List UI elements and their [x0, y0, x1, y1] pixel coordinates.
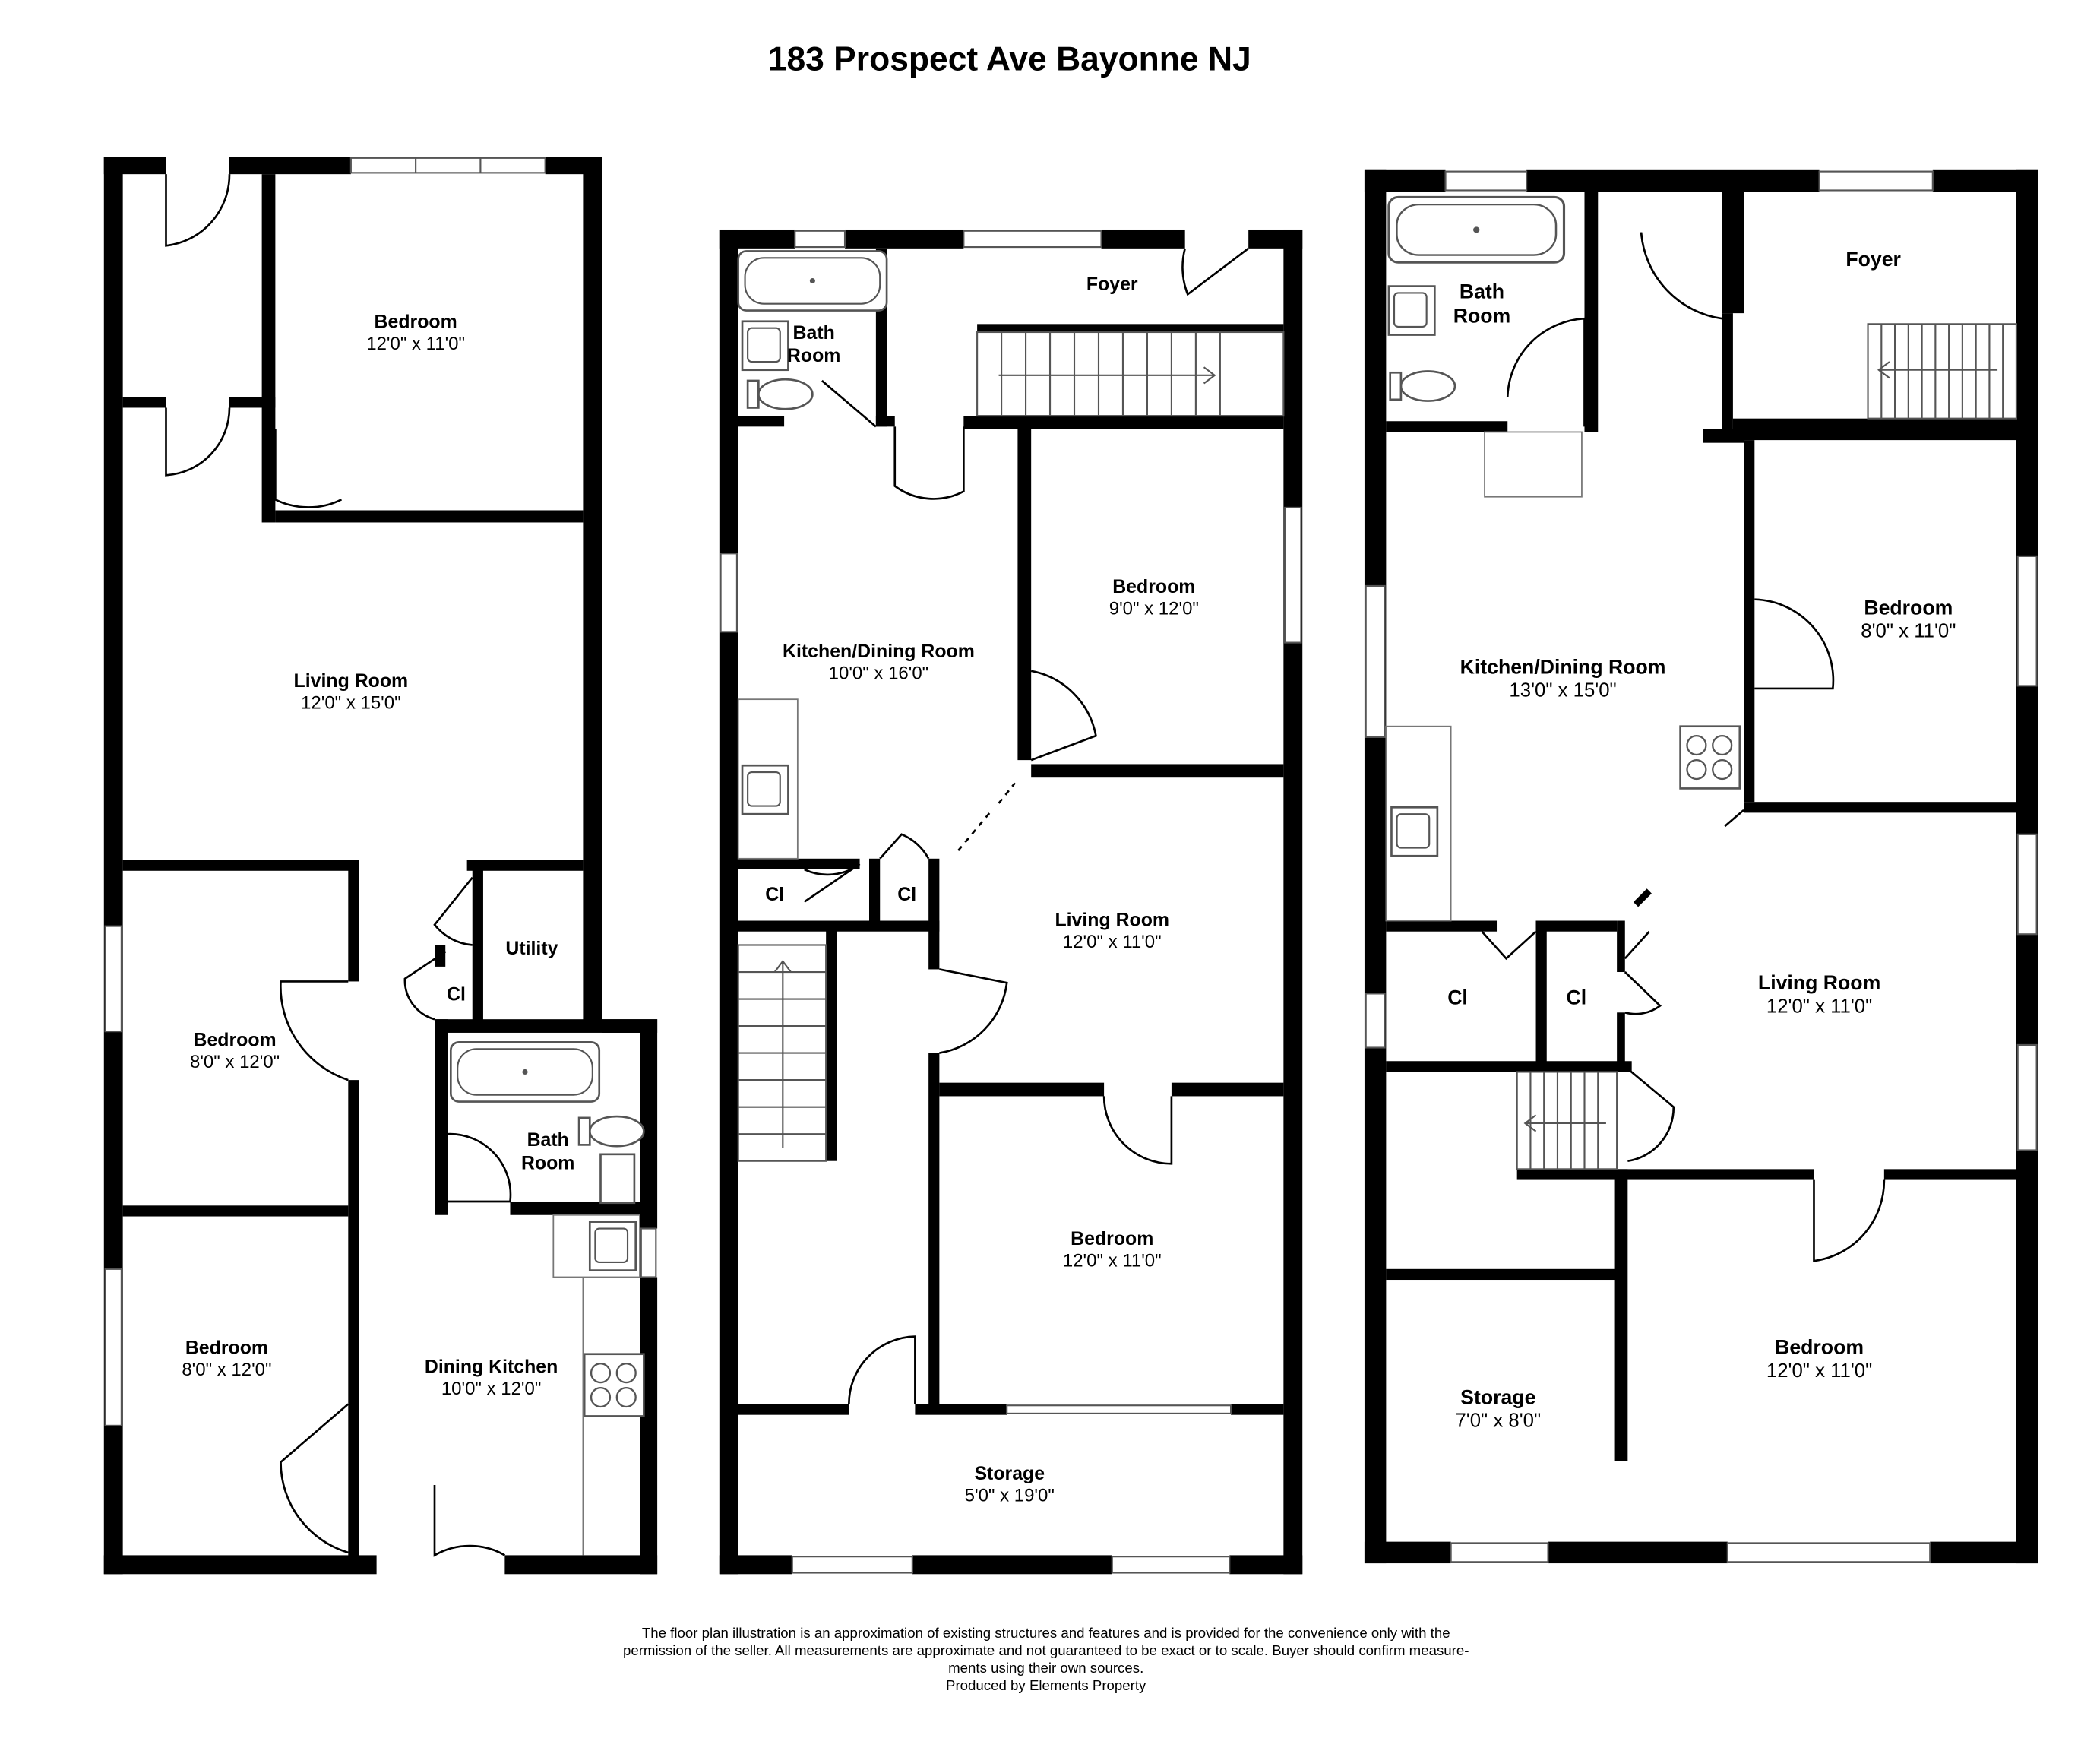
room-name: Storage — [1460, 1386, 1536, 1410]
room-name: Cl — [897, 882, 917, 905]
plan-2-bedroom-2-label: Bedroom 12'0" x 11'0" — [1063, 1227, 1162, 1272]
disclaimer-line: The floor plan illustration is an approx… — [641, 1625, 1450, 1642]
room-name: Bath Room — [520, 1129, 575, 1173]
plan-2-bath-room-label: Bath Room — [780, 321, 848, 367]
disclaimer: The floor plan illustration is an approx… — [540, 1626, 1552, 1696]
plan-1-utility-label: Utility — [505, 937, 558, 960]
room-dimensions: 10'0" x 16'0" — [828, 662, 929, 683]
room-name: Utility — [505, 936, 558, 959]
room-name: Cl — [1447, 986, 1468, 1010]
room-name: Bedroom — [1071, 1227, 1154, 1249]
disclaimer-line: permission of the seller. All measuremen… — [622, 1643, 1469, 1660]
room-dimensions: 9'0" x 12'0" — [1109, 597, 1199, 619]
plan-2-storage-label: Storage 5'0" x 19'0" — [965, 1462, 1055, 1507]
room-name: Cl — [446, 983, 466, 1005]
plan-2-living-room-label: Living Room 12'0" x 11'0" — [1055, 909, 1169, 954]
plan-2-stairs — [737, 331, 1285, 1162]
plan-3-bath-room-label: Bath Room — [1441, 280, 1523, 329]
disclaimer-line: ments using their own sources. — [948, 1661, 1144, 1677]
room-dimensions: 12'0" x 11'0" — [1062, 1249, 1162, 1271]
room-name: Kitchen/Dining Room — [1460, 656, 1666, 679]
producer-credit: Produced by Elements Property — [946, 1678, 1146, 1696]
plan-3-windows — [1365, 170, 2038, 1563]
plan-1-dining-kitchen-label: Dining Kitchen 10'0" x 12'0" — [425, 1356, 558, 1401]
plan-1-fixtures — [449, 1041, 645, 1556]
plan-3-bedroom-1-label: Bedroom 8'0" x 11'0" — [1861, 597, 1956, 644]
plan-2-walls — [719, 229, 1303, 1575]
plan-1-closet-label: Cl — [447, 983, 466, 1005]
plan-1-bedroom-1-label: Bedroom 12'0" x 11'0" — [366, 311, 465, 356]
room-name: Bedroom — [1864, 597, 1953, 620]
plan-3-living-room-label: Living Room 12'0" x 11'0" — [1758, 972, 1880, 1020]
room-name: Foyer — [1086, 272, 1138, 295]
room-name: Bedroom — [1112, 575, 1196, 597]
room-dimensions: 13'0" x 15'0" — [1509, 680, 1617, 702]
plan-2-kitchen-dining-label: Kitchen/Dining Room 10'0" x 16'0" — [783, 640, 975, 685]
plan-3-storage-label: Storage 7'0" x 8'0" — [1455, 1386, 1541, 1434]
room-dimensions: 7'0" x 8'0" — [1455, 1411, 1542, 1433]
plan-1-bedroom-2-label: Bedroom 8'0" x 12'0" — [190, 1029, 280, 1074]
plan-2-doors — [803, 247, 1249, 1404]
room-name: Living Room — [1757, 972, 1881, 996]
room-name: Dining Kitchen — [424, 1355, 558, 1377]
room-dimensions: 10'0" x 12'0" — [441, 1378, 542, 1398]
plan-2-foyer-label: Foyer — [1086, 273, 1138, 296]
room-name: Kitchen/Dining Room — [783, 640, 975, 662]
room-name: Bedroom — [193, 1028, 277, 1051]
plan-1-windows — [104, 157, 657, 1426]
room-name: Bath Room — [786, 321, 841, 366]
plan-3-closet-1-label: Cl — [1447, 987, 1468, 1012]
room-name: Bedroom — [1775, 1336, 1864, 1360]
room-dimensions: 8'0" x 11'0" — [1861, 621, 1956, 643]
room-name: Bedroom — [374, 310, 457, 332]
room-dimensions: 8'0" x 12'0" — [182, 1359, 272, 1380]
plan-2-closet-1-label: Cl — [765, 883, 784, 906]
room-name: Bath Room — [1453, 280, 1511, 328]
room-name: Living Room — [1055, 908, 1170, 930]
room-name: Bedroom — [185, 1336, 269, 1359]
room-name: Storage — [974, 1461, 1045, 1484]
plan-3-kitchen-dining-label: Kitchen/Dining Room 13'0" x 15'0" — [1460, 656, 1666, 704]
plan-3-stairs — [1516, 323, 2018, 1170]
plan-2-fixtures — [737, 250, 888, 860]
plan-3-fixtures — [1385, 195, 1741, 922]
room-dimensions: 5'0" x 19'0" — [964, 1484, 1055, 1506]
plan-2-windows — [720, 230, 1302, 1574]
plan-3-bedroom-2-label: Bedroom 12'0" x 11'0" — [1766, 1337, 1872, 1385]
room-dimensions: 12'0" x 11'0" — [366, 333, 466, 354]
room-dimensions: 12'0" x 11'0" — [1062, 931, 1162, 952]
plan-1-bath-room-label: Bath Room — [508, 1129, 589, 1174]
plan-2-bedroom-1-label: Bedroom 9'0" x 12'0" — [1109, 575, 1199, 620]
room-name: Living Room — [293, 670, 409, 692]
room-dimensions: 12'0" x 11'0" — [1766, 996, 1873, 1018]
plan-1-bedroom-3-label: Bedroom 8'0" x 12'0" — [182, 1337, 271, 1382]
room-name: Foyer — [1845, 248, 1901, 272]
room-name: Cl — [1566, 986, 1587, 1010]
plan-1-doors — [165, 174, 512, 1557]
plan-3-foyer-label: Foyer — [1845, 249, 1901, 273]
plan-1-living-room-label: Living Room 12'0" x 15'0" — [294, 670, 409, 714]
room-name: Cl — [765, 882, 785, 905]
page-title: 183 Prospect Ave Bayonne NJ — [767, 40, 1251, 79]
plan-3-closet-2-label: Cl — [1567, 987, 1587, 1012]
room-dimensions: 12'0" x 11'0" — [1766, 1360, 1873, 1383]
plan-2-closet-2-label: Cl — [897, 883, 916, 906]
room-dimensions: 12'0" x 15'0" — [301, 692, 401, 713]
plan-1-walls — [103, 157, 658, 1575]
room-dimensions: 8'0" x 12'0" — [190, 1051, 280, 1072]
plan-3-walls — [1364, 169, 2038, 1564]
plan-3-doors — [1481, 232, 1886, 1262]
